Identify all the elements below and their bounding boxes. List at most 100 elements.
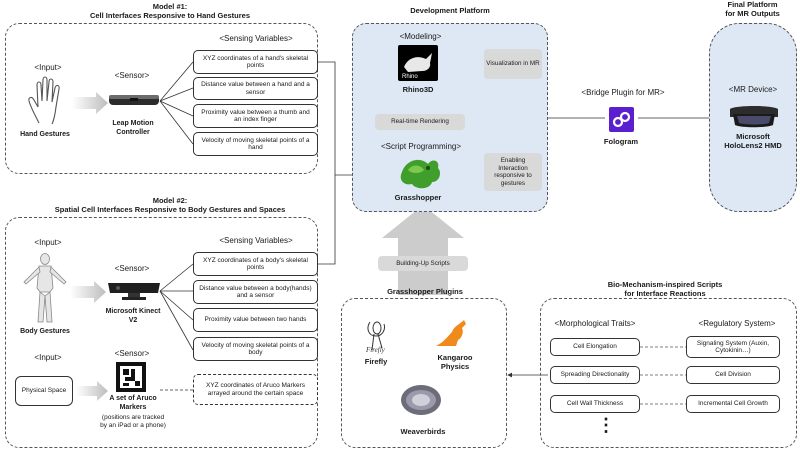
model1-fan-lines xyxy=(159,61,194,145)
svg-text:Firefly: Firefly xyxy=(365,346,386,354)
fologram-label: Fologram xyxy=(591,137,651,147)
bio-title: Bio-Mechanism-inspired Scripts for Inter… xyxy=(590,280,740,298)
model2-sensor-label-line1: Microsoft Kinect xyxy=(105,308,161,315)
regulatory-cell-division: Cell Division xyxy=(686,366,780,384)
dev-platform-title: Development Platform xyxy=(410,6,490,15)
model1-input-tag: <Input> xyxy=(34,63,62,72)
hololens-icon xyxy=(730,106,778,128)
model2-variable-xyz: XYZ coordinates of a body's skeletal poi… xyxy=(193,252,318,276)
firefly-icon: Firefly xyxy=(365,321,386,354)
final-title-line1: Final Platform xyxy=(727,0,778,9)
model1-variable-velocity: Velocity of moving skeletal points of a … xyxy=(193,132,318,156)
rhino-label: Rhino3D xyxy=(388,85,448,95)
model2-gray-arrow-2 xyxy=(76,381,108,401)
enabling-interaction-box: Enabling Interaction responsive to gestu… xyxy=(484,153,542,191)
hololens-label-line1: Microsoft xyxy=(736,132,770,141)
model1-title: Model #1: Cell Interfaces Responsive to … xyxy=(0,2,340,20)
model2-variable-proximity: Proximity value between two hands xyxy=(193,308,318,332)
model2-sensor2-note: (positions are tracked by an iPad or a p… xyxy=(100,414,166,429)
model1-sensor-tag: <Sensor> xyxy=(114,71,150,80)
fologram-logo-icon xyxy=(609,107,634,132)
model2-sensor2-label-line2: Markers xyxy=(119,403,147,411)
firefly-label-text: Firefly xyxy=(364,357,388,366)
model2-title-line2: Spatial Cell Interfaces Responsive to Bo… xyxy=(54,205,286,214)
model2-input-tag: <Input> xyxy=(34,238,62,247)
model2-sensor-label: Microsoft Kinect V2 xyxy=(98,308,168,325)
model2-bracket xyxy=(318,175,336,265)
model1-variable-proximity: Proximity value between a thumb and an i… xyxy=(193,104,318,128)
model1-sensor-label: Leap Motion Controller xyxy=(98,120,168,137)
model2-sensor-tag: <Sensor> xyxy=(114,264,150,273)
model2-variable-velocity: Velocity of moving skeletal points of a … xyxy=(193,337,318,361)
model2-title: Model #2: Spatial Cell Interfaces Respon… xyxy=(0,196,340,214)
model1-input-label: Hand Gestures xyxy=(10,131,80,140)
realtime-rendering-box: Real-time Rendering xyxy=(375,114,465,130)
model2-variable-aruco: XYZ coordinates of Aruco Markers arrayed… xyxy=(193,374,318,405)
script-programming-tag: <Script Programming> xyxy=(380,142,462,151)
firefly-label: Firefly xyxy=(356,357,396,367)
regulatory-system-tag: <Regulatory System> xyxy=(698,319,776,328)
weaverbirds-label: Weaverbirds xyxy=(396,427,450,437)
morphological-traits-tag: <Morphological Traits> xyxy=(554,319,636,328)
modeling-tag: <Modeling> xyxy=(399,32,442,41)
kangaroo-label-line1: Kangaroo xyxy=(437,353,473,362)
kinect-icon xyxy=(108,283,160,300)
model1-input-label-text: Hand Gestures xyxy=(20,131,70,138)
weaverbirds-icon xyxy=(401,385,441,415)
bridge-plugin-tag: <Bridge Plugin for MR> xyxy=(581,88,665,97)
model1-title-line1: Model #1: xyxy=(152,2,188,11)
traits-ellipsis: ⋮ xyxy=(597,415,615,435)
hand-icon xyxy=(28,76,60,125)
mr-device-tag: <MR Device> xyxy=(728,85,778,94)
bio-title-line2: for Interface Reactions xyxy=(624,289,706,298)
rhino-label-text: Rhino3D xyxy=(402,85,434,94)
model2-title-line1: Model #2: xyxy=(152,196,188,205)
leap-motion-icon xyxy=(109,95,159,105)
hololens-label: Microsoft HoloLens2 HMD xyxy=(716,132,790,150)
model2-container xyxy=(5,217,318,448)
model2-fan-lines xyxy=(159,263,194,351)
model2-variable-distance: Distance value between a body(hands) and… xyxy=(193,280,318,304)
model1-variable-distance: Distance value between a hand and a sens… xyxy=(193,77,318,100)
model1-bracket xyxy=(318,61,336,175)
big-gray-up-arrow xyxy=(382,205,464,295)
model2-sensor-label-line2: V2 xyxy=(128,316,138,324)
body-figure-icon xyxy=(23,253,67,323)
grasshopper-label-text: Grasshopper xyxy=(394,193,442,202)
final-title-line2: for MR Outputs xyxy=(725,9,780,18)
model2-input2-tag: <Input> xyxy=(34,353,62,362)
model2-sensor2-tag: <Sensor> xyxy=(114,349,150,358)
grasshopper-icon xyxy=(400,159,440,189)
fologram-label-text: Fologram xyxy=(603,137,639,146)
kangaroo-label: Kangaroo Physics xyxy=(430,353,480,371)
final-platform-title: Final Platform for MR Outputs xyxy=(705,0,800,18)
visualization-box: Visualization in MR xyxy=(484,49,542,79)
trait-regulatory-dashes xyxy=(640,346,686,405)
model2-sensor2-label-line1: A set of Aruco xyxy=(109,395,157,402)
model1-title-line2: Cell Interfaces Responsive to Hand Gestu… xyxy=(89,11,251,20)
model1-variables-tag: <Sensing Variables> xyxy=(219,34,293,43)
grasshopper-label: Grasshopper xyxy=(388,193,448,203)
model1-sensor-label-line1: Leap Motion xyxy=(112,120,154,127)
trait-cell-elongation: Cell Elongation xyxy=(550,338,640,356)
aruco-marker-icon xyxy=(116,362,146,392)
model1-sensor-label-line2: Controller xyxy=(116,128,150,136)
building-up-scripts-box: Building-Up Scripts xyxy=(378,256,468,271)
svg-text:Rhino: Rhino xyxy=(402,74,418,80)
plugins-container xyxy=(341,298,507,448)
hololens-label-line2: HoloLens2 HMD xyxy=(724,140,782,150)
model2-input-label: Body Gestures xyxy=(10,328,80,337)
physical-space-box: Physical Space xyxy=(15,376,73,406)
weaverbirds-label-text: Weaverbirds xyxy=(400,427,446,436)
model2-input-label-text: Body Gestures xyxy=(20,328,70,335)
regulatory-incremental-growth: Incremental Cell Growth xyxy=(686,395,780,413)
plugins-title: Grasshopper Plugins xyxy=(387,287,463,296)
kangaroo-icon xyxy=(436,320,466,346)
trait-cell-wall-thickness: Cell Wall Thickness xyxy=(550,395,640,413)
trait-spreading-directionality: Spreading Directionality xyxy=(550,366,640,384)
model1-container xyxy=(5,23,318,174)
model2-gray-arrow xyxy=(70,281,106,303)
model2-sensor2-label: A set of Aruco Markers xyxy=(98,395,168,412)
model2-variables-tag: <Sensing Variables> xyxy=(219,236,293,245)
model1-variable-xyz: XYZ coordinates of a hand's skeletal poi… xyxy=(193,50,318,74)
